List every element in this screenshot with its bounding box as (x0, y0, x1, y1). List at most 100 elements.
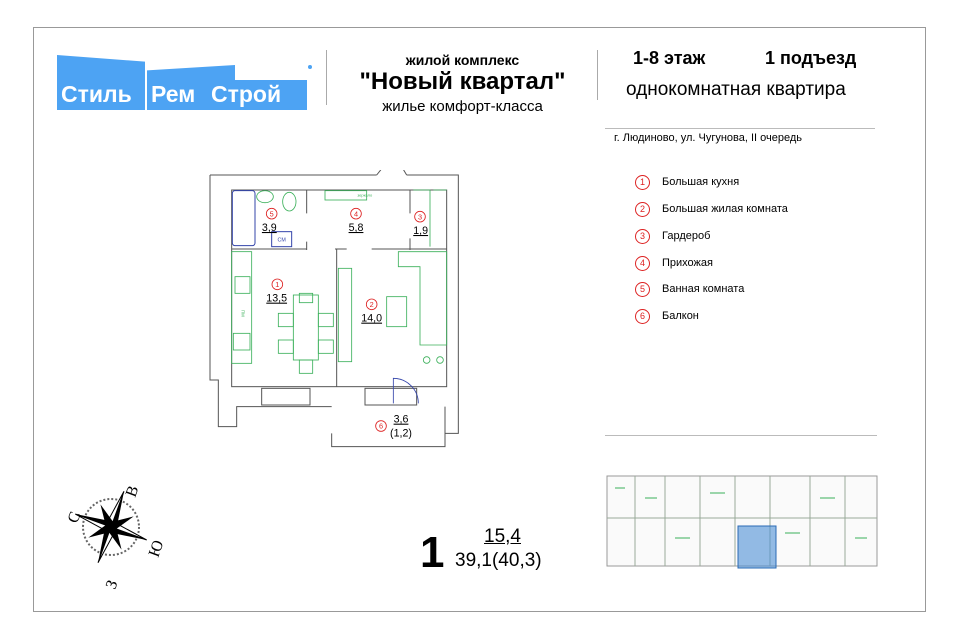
compass-north: С (65, 510, 85, 526)
outer-wall (209, 174, 459, 448)
sofa (397, 251, 448, 346)
room-area-sub: (1,2) (390, 428, 412, 440)
washer-label: СМ (278, 238, 286, 244)
legend-number: 6 (635, 308, 650, 324)
legend-number: 3 (635, 228, 650, 244)
legend-label: Большая жилая комната (662, 203, 788, 215)
compass-west: З (103, 578, 122, 591)
logo-block-3: Строй (207, 80, 307, 110)
divider (605, 435, 877, 436)
legend-label: Большая кухня (662, 176, 740, 188)
legend-label: Гардероб (662, 230, 711, 242)
stove-icon (232, 332, 251, 351)
kitchen-counter (231, 251, 253, 364)
legend-number: 5 (635, 281, 650, 297)
sink-icon (256, 190, 274, 204)
legend-item: 5 Ванная комната (635, 281, 744, 297)
compass-east: В (123, 484, 143, 500)
room-marker (365, 298, 378, 311)
legend-item: 1 Большая кухня (635, 174, 739, 190)
key-plan (606, 475, 878, 569)
room-number: 2 (370, 300, 374, 309)
room-marker (375, 420, 387, 432)
chair (277, 312, 294, 328)
wardrobe (413, 189, 447, 247)
coffee-table (386, 296, 408, 328)
room-marker (350, 207, 362, 220)
room-number: 3 (418, 212, 422, 221)
legend-item: 3 Гардероб (635, 228, 710, 244)
entrance-door (376, 170, 408, 176)
legend-item: 2 Большая жилая комната (635, 201, 788, 217)
logo-text-3: Строй (211, 81, 282, 107)
total-area: 39,1(40,3) (455, 550, 542, 571)
chair (317, 339, 334, 354)
legend-label: Прихожая (662, 257, 713, 269)
legend-number: 2 (635, 201, 650, 217)
complex-class: жилье комфорт-класса (382, 98, 543, 115)
room-number: 4 (354, 209, 358, 218)
balcony-door (392, 377, 419, 404)
room-area: 3,6 (394, 414, 409, 426)
outlet-icon (422, 356, 431, 364)
compass-ring (82, 498, 140, 556)
window (364, 387, 418, 406)
complex-name: "Новый квартал" (359, 68, 566, 95)
legend-label: Ванная комната (662, 283, 745, 295)
room-area: 14,0 (361, 313, 382, 325)
chair (298, 292, 314, 304)
address: г. Людиново, ул. Чугунова, II очередь (614, 132, 803, 144)
room-marker (265, 207, 278, 220)
outlet-icon (436, 356, 444, 364)
logo-block-1: Стиль (57, 55, 145, 110)
room-area: 3,9 (262, 222, 277, 234)
chair (277, 339, 294, 354)
mirror-cabinet (324, 190, 368, 201)
legend-label: Балкон (662, 310, 699, 322)
inner-wall (231, 189, 448, 388)
legend-item: 6 Балкон (635, 308, 699, 324)
apartment-highlight (737, 525, 777, 569)
entrance: 1 подъезд (765, 48, 857, 68)
legend-number: 1 (635, 174, 650, 190)
logo-text-1: Стиль (61, 81, 132, 107)
compass-star-icon (75, 491, 147, 563)
company-logo: Стиль Рем Строй (57, 55, 317, 115)
washing-machine (271, 231, 293, 248)
compass-rose: С В Ю З (65, 484, 168, 592)
apartments-grid (607, 476, 877, 566)
divider (605, 128, 875, 129)
complex-label: жилой комплекс (405, 52, 520, 68)
apartment-type: однокомнатная квартира (626, 79, 846, 100)
room-area: 1,9 (413, 225, 428, 237)
living-area: 15,4 (484, 526, 521, 547)
room-area: 13,5 (266, 293, 287, 305)
dishwasher-label: ПМ (241, 310, 246, 317)
chair (298, 359, 314, 374)
divider (326, 50, 327, 105)
partition-walls (231, 190, 447, 387)
room-count: 1 (420, 528, 445, 577)
legend-item: 4 Прихожая (635, 255, 713, 271)
toilet-icon (282, 191, 297, 212)
chair (317, 312, 334, 328)
room-marker (271, 278, 284, 291)
room-number: 6 (379, 422, 383, 431)
window (261, 387, 311, 406)
floors: 1-8 этаж (633, 48, 706, 68)
logo-dot (308, 65, 312, 69)
dining-table (292, 294, 319, 361)
room-marker (414, 210, 426, 223)
room-area: 5,8 (349, 222, 364, 234)
compass-south: Ю (146, 538, 168, 559)
legend-number: 4 (635, 255, 650, 271)
floor-plan: СМ зеркало ПМ 5 3,9 4 5,8 3 1,9 1 13,5 2… (209, 170, 459, 448)
page-frame (33, 27, 926, 612)
kitchen-sink (234, 276, 251, 294)
room-number: 1 (275, 280, 279, 289)
room-number: 5 (270, 209, 274, 218)
bathtub (231, 190, 256, 247)
mirror-label: зеркало (357, 193, 373, 198)
logo-text-2: Рем (151, 81, 196, 107)
tv-stand (337, 267, 353, 363)
